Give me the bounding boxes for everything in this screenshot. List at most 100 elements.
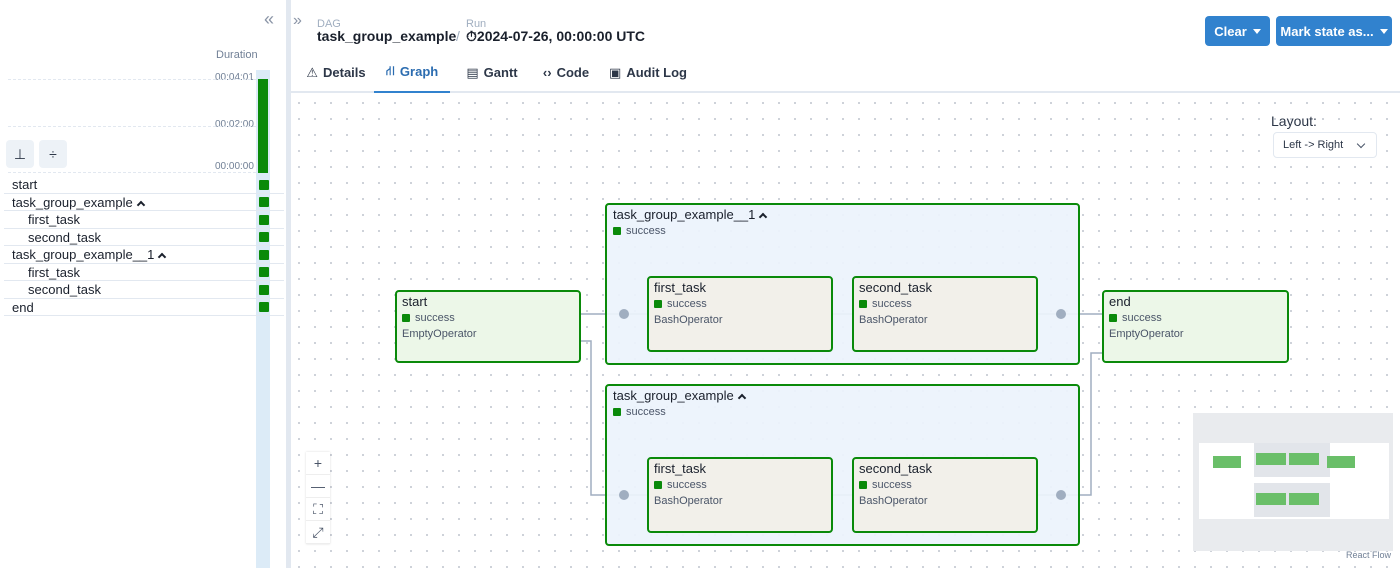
task-group-status-text: success [626, 406, 666, 418]
tab-gantt[interactable]: ▤Gantt [462, 52, 522, 93]
success-status-icon [859, 300, 867, 308]
run-duration-bar[interactable] [258, 79, 268, 173]
zoom-out-button[interactable]: — [306, 475, 330, 498]
tab-details[interactable]: ⚠ Details [303, 52, 369, 93]
chevron-up-icon[interactable] [759, 212, 768, 222]
task-row[interactable]: task_group_example [4, 194, 284, 211]
minimap-node [1256, 453, 1286, 465]
task-row-label: end [12, 299, 34, 315]
collapse-all-button[interactable]: ÷ [39, 140, 67, 168]
task-row[interactable]: second_task [4, 281, 284, 299]
breadcrumb-dag-id[interactable]: task_group_example [317, 28, 457, 44]
breadcrumb-run-label: Run [466, 18, 487, 30]
task-node-status-text: success [872, 298, 912, 310]
breadcrumb-run-value[interactable]: ⏱2024-07-26, 00:00:00 UTC [466, 28, 646, 44]
task-row-label: first_task [28, 212, 81, 227]
fullscreen-button[interactable]: ⤢ [306, 521, 330, 544]
task-instance-status-success[interactable] [259, 267, 269, 277]
task-instance-status-success[interactable] [259, 302, 269, 312]
task-node-status-text: success [667, 298, 707, 310]
expand-grid-icon[interactable]: » [293, 12, 302, 29]
expand-all-button[interactable]: ⊥ [6, 140, 34, 168]
clear-button-label: Clear [1214, 23, 1247, 39]
clear-button[interactable]: Clear [1205, 16, 1270, 46]
chevron-up-icon[interactable] [737, 393, 746, 403]
task-instance-status-success[interactable] [259, 179, 269, 190]
task-node-operator: BashOperator [859, 314, 928, 326]
task-node-operator: EmptyOperator [1109, 328, 1184, 340]
chevron-down-icon [1252, 28, 1261, 34]
task-node-title: second_task [859, 461, 932, 476]
collapse-grid-icon[interactable]: « [264, 9, 275, 29]
task-instance-status-success[interactable] [259, 197, 269, 207]
tab-label: Graph [399, 64, 439, 79]
task-row[interactable]: first_task [4, 264, 284, 281]
chevron-up-icon[interactable] [158, 252, 167, 262]
task-instance-status-success[interactable] [259, 232, 269, 242]
task-node-title: first_task [654, 280, 707, 295]
task-instance-status-success[interactable] [259, 284, 269, 295]
task-row[interactable]: start [4, 176, 284, 194]
minimap-node [1289, 493, 1319, 505]
react-flow-attribution[interactable]: React Flow [1346, 550, 1392, 560]
minimap[interactable] [1193, 413, 1393, 551]
minimap-node [1213, 456, 1241, 468]
tab-audit-log[interactable]: ▣Audit Log [609, 52, 687, 93]
task-group-status: success [613, 406, 666, 418]
task-row[interactable]: first_task [4, 211, 284, 229]
task-row[interactable]: end [4, 299, 284, 316]
graph-icon: ⛙ [385, 62, 395, 78]
task-row[interactable]: task_group_example__1 [4, 246, 284, 264]
tab-bar: ⚠ Details ⛙ Graph ▤Gantt ‹›Code ▣Audit Log [291, 52, 1400, 93]
breadcrumb-separator: / [456, 28, 460, 44]
tab-label: Details [323, 65, 366, 80]
success-status-icon [654, 300, 662, 308]
edge-join-point [1056, 309, 1066, 319]
grid-panel: « Duration 00:04:01 00:02:00 00:00:00 ⊥ … [0, 0, 286, 568]
breadcrumb-dag-label: DAG [317, 18, 341, 30]
task-node-status: success [1109, 312, 1162, 324]
duration-gridline [8, 126, 256, 127]
chevron-down-icon [1356, 139, 1366, 149]
task-node-operator: BashOperator [654, 314, 723, 326]
success-status-icon [859, 481, 867, 489]
task-row-label: second_task [28, 282, 101, 297]
task-instance-status-success[interactable] [259, 214, 269, 225]
duration-gridline [8, 172, 256, 173]
duration-gridline [8, 79, 256, 80]
task-row[interactable]: second_task [4, 229, 284, 246]
task-row-label: task_group_example [12, 194, 145, 211]
run-column[interactable] [256, 70, 270, 568]
tab-graph[interactable]: ⛙ Graph [374, 52, 450, 93]
task-node-status: success [859, 479, 912, 491]
task-node-status-text: success [872, 479, 912, 491]
zoom-in-button[interactable]: + [306, 452, 330, 475]
task-node-status-text: success [415, 312, 455, 324]
minimap-viewport[interactable] [1199, 443, 1389, 519]
task-node-status: success [654, 479, 707, 491]
fit-view-button[interactable]: ⛶ [306, 498, 330, 521]
minimap-node [1327, 456, 1355, 468]
panel-resize-handle[interactable] [286, 0, 291, 568]
task-group-title: task_group_example__1 [613, 207, 768, 222]
gantt-icon: ▤ [466, 64, 479, 80]
success-status-icon [402, 314, 410, 322]
details-icon: ⚠ [306, 64, 318, 80]
mark-state-button[interactable]: Mark state as... [1276, 16, 1392, 46]
edge-join-point [619, 309, 629, 319]
chevron-up-icon[interactable] [136, 200, 145, 209]
tab-code[interactable]: ‹›Code [535, 52, 597, 93]
task-instance-status-success[interactable] [259, 249, 269, 260]
layout-select[interactable]: Left -> Right [1273, 132, 1377, 158]
task-node-status: success [402, 312, 455, 324]
chevron-down-icon [1379, 28, 1388, 34]
task-node-title: start [402, 294, 428, 309]
task-node-status: success [654, 298, 707, 310]
